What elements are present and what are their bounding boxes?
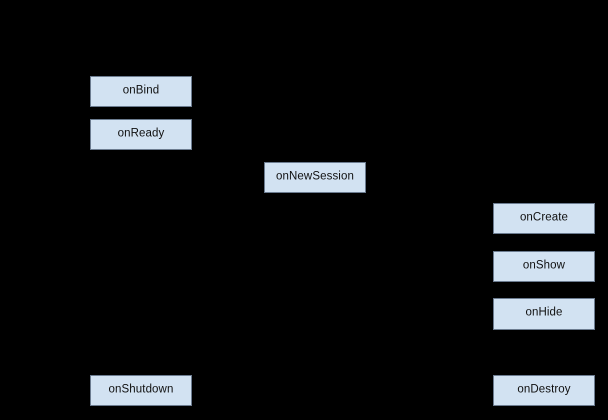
node-onshow[interactable]: onShow	[493, 251, 595, 282]
node-onnewsession[interactable]: onNewSession	[264, 162, 366, 193]
node-oncreate-label: onCreate	[519, 211, 569, 224]
node-onnewsession-label: onNewSession	[276, 170, 354, 183]
edge-oncreate-onshow	[544, 234, 545, 251]
node-onbind-label: onBind	[122, 84, 160, 97]
node-onshutdown-label: onShutdown	[108, 383, 174, 396]
node-onbind[interactable]: onBind	[90, 76, 192, 107]
edge-onhide-ondestroy	[544, 330, 545, 375]
node-ondestroy[interactable]: onDestroy	[493, 375, 595, 406]
edge-onready-onshutdown	[140, 150, 141, 375]
node-ondestroy-label: onDestroy	[517, 383, 571, 396]
node-onshutdown[interactable]: onShutdown	[90, 375, 192, 406]
node-onhide[interactable]: onHide	[493, 298, 595, 330]
node-onshow-label: onShow	[522, 259, 566, 272]
node-onhide-label: onHide	[525, 306, 563, 319]
node-oncreate[interactable]: onCreate	[493, 203, 595, 234]
node-onready-label: onReady	[117, 127, 165, 140]
node-onready[interactable]: onReady	[90, 119, 192, 150]
edge-onbind-onready	[140, 107, 141, 119]
edge-onnewsession-oncreate	[366, 218, 493, 219]
edge-onshow-onhide	[544, 282, 545, 298]
edge-onready-onnewsession	[140, 178, 264, 179]
